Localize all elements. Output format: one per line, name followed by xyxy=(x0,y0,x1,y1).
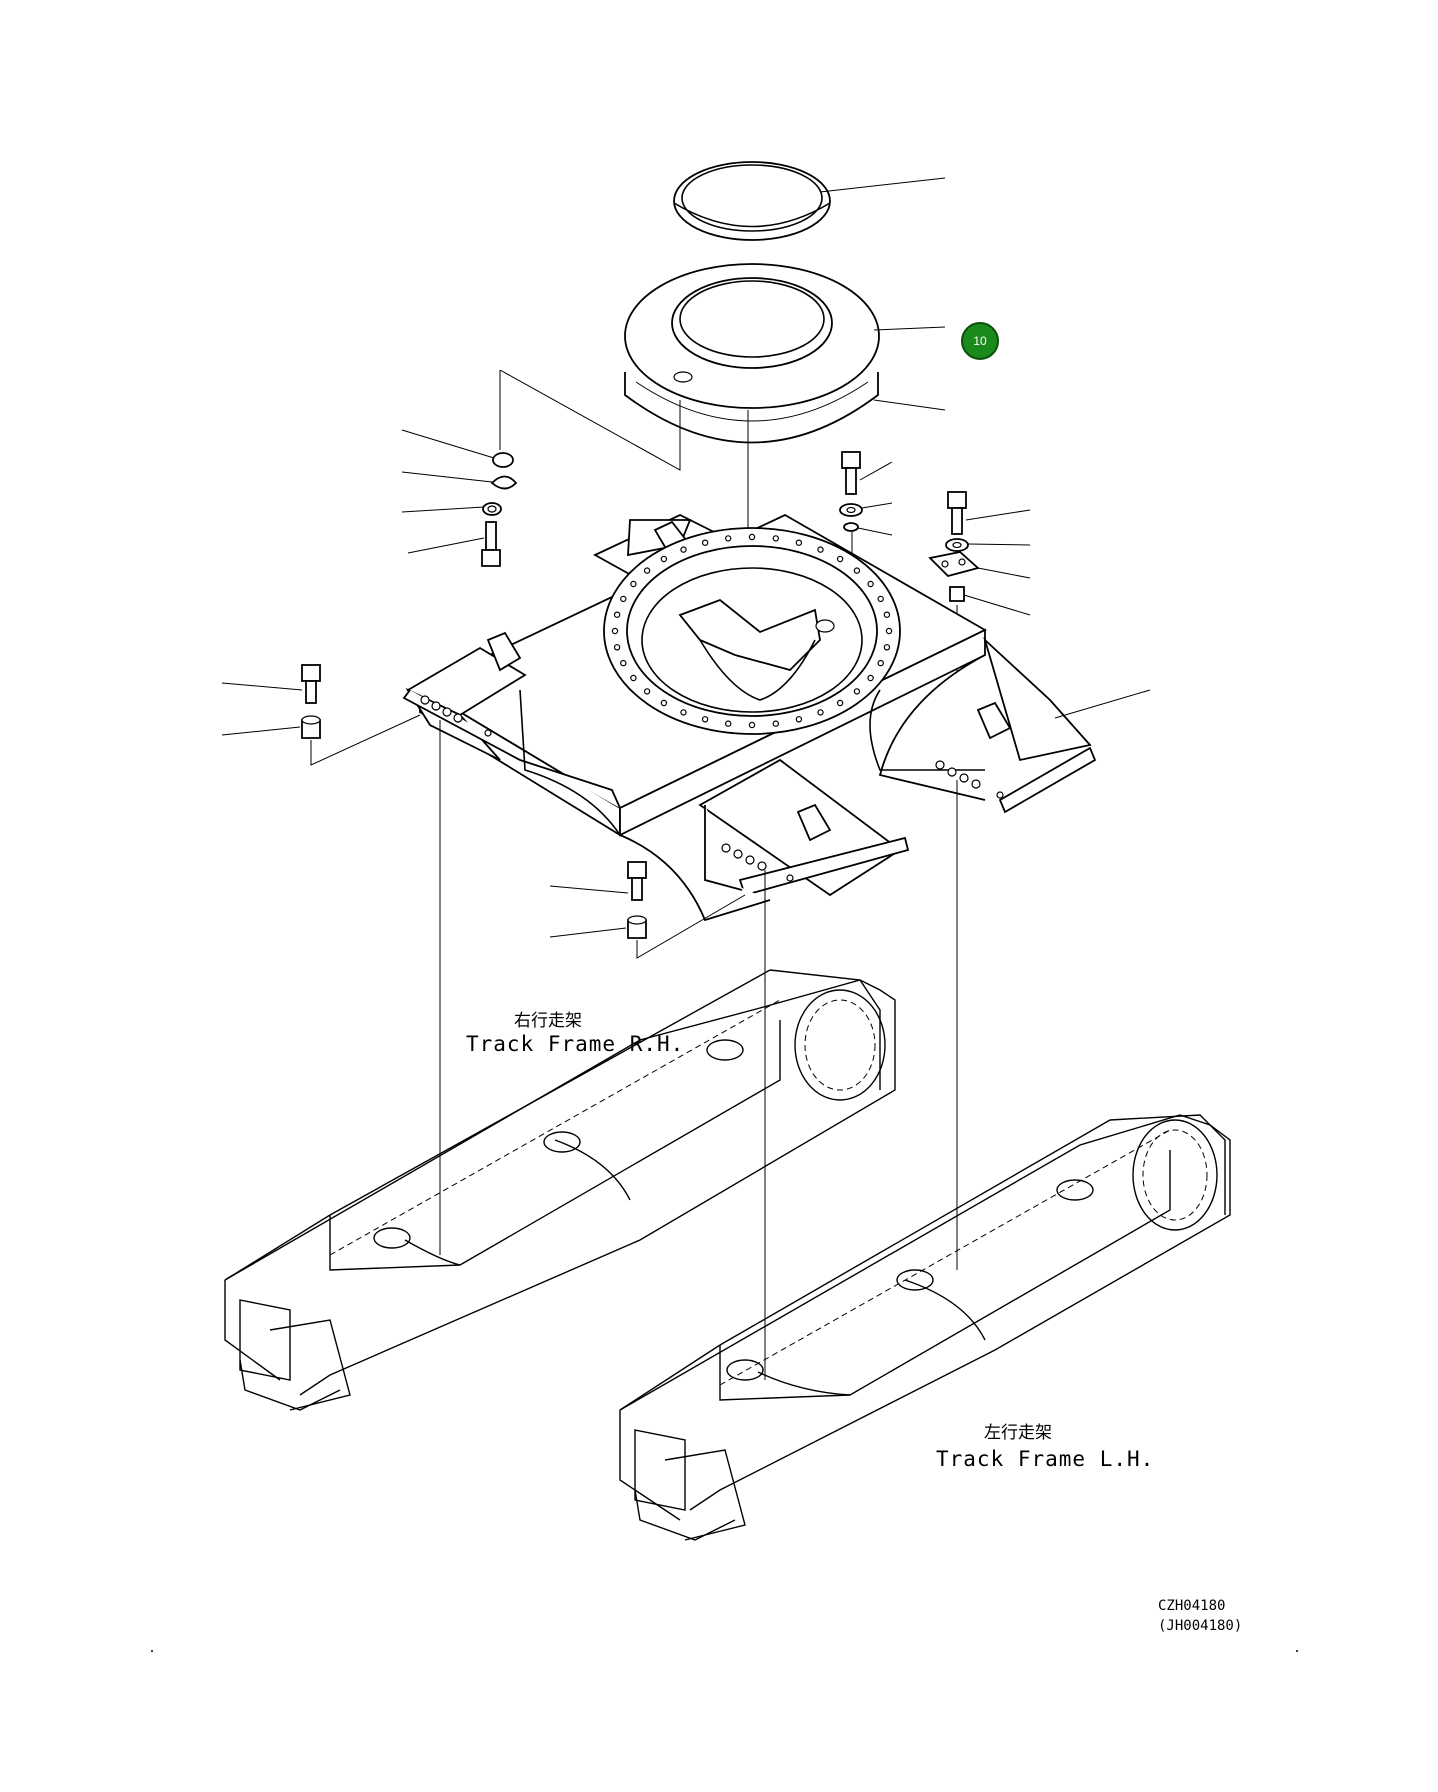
bolt-hole xyxy=(725,720,732,727)
bolt-hole xyxy=(613,644,621,651)
bolt-hole xyxy=(680,546,687,553)
track-frame-rh xyxy=(224,969,896,1411)
bolt-hole xyxy=(817,709,824,716)
bolt-hole xyxy=(643,567,651,574)
corner-mark xyxy=(151,1650,153,1652)
bolt-hole xyxy=(772,720,780,727)
hardware-right-stack-b xyxy=(928,491,980,602)
bolt-hole xyxy=(660,699,668,707)
bolt-hole xyxy=(630,674,637,682)
drawing-code: CZH04180 xyxy=(1158,1598,1226,1614)
bolt-hole xyxy=(795,539,803,546)
corner-mark xyxy=(1296,1650,1298,1652)
bolt-hole xyxy=(836,555,844,563)
bolt-hole xyxy=(748,533,756,541)
bolt-hole xyxy=(877,659,884,667)
hardware-left-side xyxy=(301,664,321,739)
callout-badge[interactable]: 10 xyxy=(961,322,999,360)
bolt-hole xyxy=(867,674,874,682)
bolt-hole xyxy=(817,546,824,553)
drawing-code-secondary: (JH004180) xyxy=(1158,1618,1243,1634)
bolt-hole xyxy=(725,535,732,542)
bolt-hole xyxy=(701,539,709,546)
bolt-hole xyxy=(853,688,861,695)
hardware-front xyxy=(627,861,647,939)
car-body-frame xyxy=(402,513,1097,922)
bracket-line-left xyxy=(499,369,681,471)
leader-cover-lower xyxy=(873,399,946,411)
bolt-circle xyxy=(611,533,893,729)
pad-holes-right xyxy=(935,760,1004,799)
bolt-hole xyxy=(867,580,874,588)
track-frame-lh xyxy=(619,1114,1231,1541)
bolt-hole xyxy=(795,716,803,723)
bolt-hole xyxy=(613,611,621,618)
bolt-hole xyxy=(853,567,861,574)
leader-cover-upper xyxy=(873,326,946,331)
track-frame-rh-label-en: Track Frame R.H. xyxy=(466,1032,685,1056)
bolt-hole xyxy=(883,644,891,651)
bolt-hole xyxy=(643,688,651,695)
bolt-hole xyxy=(877,595,884,603)
leader-seal-ring xyxy=(819,177,946,193)
bolt-hole xyxy=(620,659,627,667)
track-frame-lh-label-cn: 左行走架 xyxy=(984,1423,1052,1443)
bolt-hole xyxy=(885,627,893,635)
bolt-hole xyxy=(748,721,756,729)
pad-holes-left xyxy=(420,695,492,737)
bolt-hole xyxy=(836,699,844,707)
bolt-hole xyxy=(883,611,891,618)
leader-frame xyxy=(1054,689,1151,719)
hardware-left-stack xyxy=(481,452,518,567)
callout-number: 10 xyxy=(973,334,987,348)
track-frame-lh-label-en: Track Frame L.H. xyxy=(936,1447,1155,1471)
bolt-hole xyxy=(680,709,687,716)
seal-ring xyxy=(673,161,831,241)
bolt-hole xyxy=(701,716,709,723)
hardware-right-stack-a xyxy=(839,451,863,532)
bolt-hole xyxy=(772,535,780,542)
bolt-hole xyxy=(620,595,627,603)
pad-holes-front xyxy=(721,843,794,882)
bolt-hole xyxy=(660,555,668,563)
track-frame-rh-label-cn: 右行走架 xyxy=(514,1011,582,1031)
swing-circle-cover xyxy=(624,263,880,444)
bolt-hole xyxy=(611,627,619,635)
bolt-hole xyxy=(630,580,637,588)
